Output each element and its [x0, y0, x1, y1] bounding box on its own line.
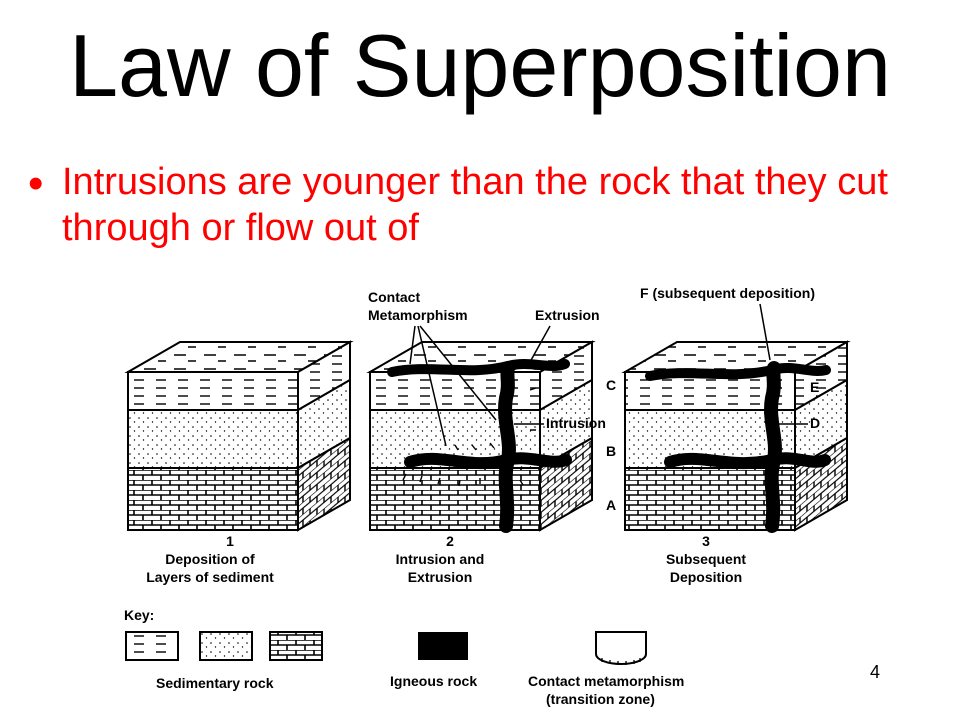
letter-d: D [810, 415, 820, 431]
key-title: Key: [124, 607, 154, 623]
caption-2-line2: Extrusion [408, 569, 473, 585]
key-swatch-contact [595, 631, 647, 665]
bullet-text: Intrusions are younger than the rock tha… [62, 161, 888, 249]
callout-intrusion: Intrusion [546, 415, 606, 431]
letter-a: A [606, 497, 616, 513]
key-swatch-igneous [418, 632, 468, 660]
block-2 [366, 340, 596, 533]
caption-2-number: 2 [446, 533, 454, 549]
key-label-sedimentary: Sedimentary rock [156, 675, 274, 691]
caption-1-number: 1 [226, 533, 234, 549]
key-swatch-limestone [269, 631, 323, 661]
callout-contact-1: Contact [368, 289, 420, 305]
callouts: Contact Metamorphism Extrusion F (subseq… [368, 285, 820, 513]
page-number: 4 [869, 662, 880, 682]
letter-e: E [810, 379, 819, 395]
intrusion-dike [498, 361, 516, 533]
legend-key: Key: Sedimentary rock Igneous rock Conta… [124, 607, 684, 707]
bullet-marker: • [28, 159, 44, 208]
caption-1-line1: Deposition of [165, 551, 255, 567]
key-swatch-shale [125, 631, 179, 661]
superposition-diagram: Contact Metamorphism Extrusion F (subseq… [124, 285, 851, 707]
block-3 [621, 340, 851, 533]
caption-2-line1: Intrusion and [396, 551, 485, 567]
caption-3-number: 3 [702, 533, 710, 549]
letter-c: C [606, 377, 616, 393]
caption-3-line2: Deposition [670, 569, 742, 585]
block-1 [124, 340, 354, 532]
callout-subsequent: F (subsequent deposition) [640, 285, 815, 301]
caption-1-line2: Layers of sediment [146, 569, 274, 585]
key-swatch-sandstone [199, 631, 253, 661]
caption-3-line1: Subsequent [666, 551, 746, 567]
key-label-contact-2: (transition zone) [546, 691, 655, 707]
key-label-igneous: Igneous rock [390, 673, 477, 689]
captions: 1 Deposition of Layers of sediment 2 Int… [146, 533, 746, 585]
extrusion-flow [387, 359, 570, 377]
slide-title: Law of Superposition [69, 16, 891, 115]
key-label-contact-1: Contact metamorphism [528, 673, 684, 689]
callout-contact-2: Metamorphism [368, 307, 468, 323]
letter-b: B [606, 443, 616, 459]
callout-extrusion: Extrusion [535, 307, 600, 323]
intrusion-sill [404, 452, 572, 470]
